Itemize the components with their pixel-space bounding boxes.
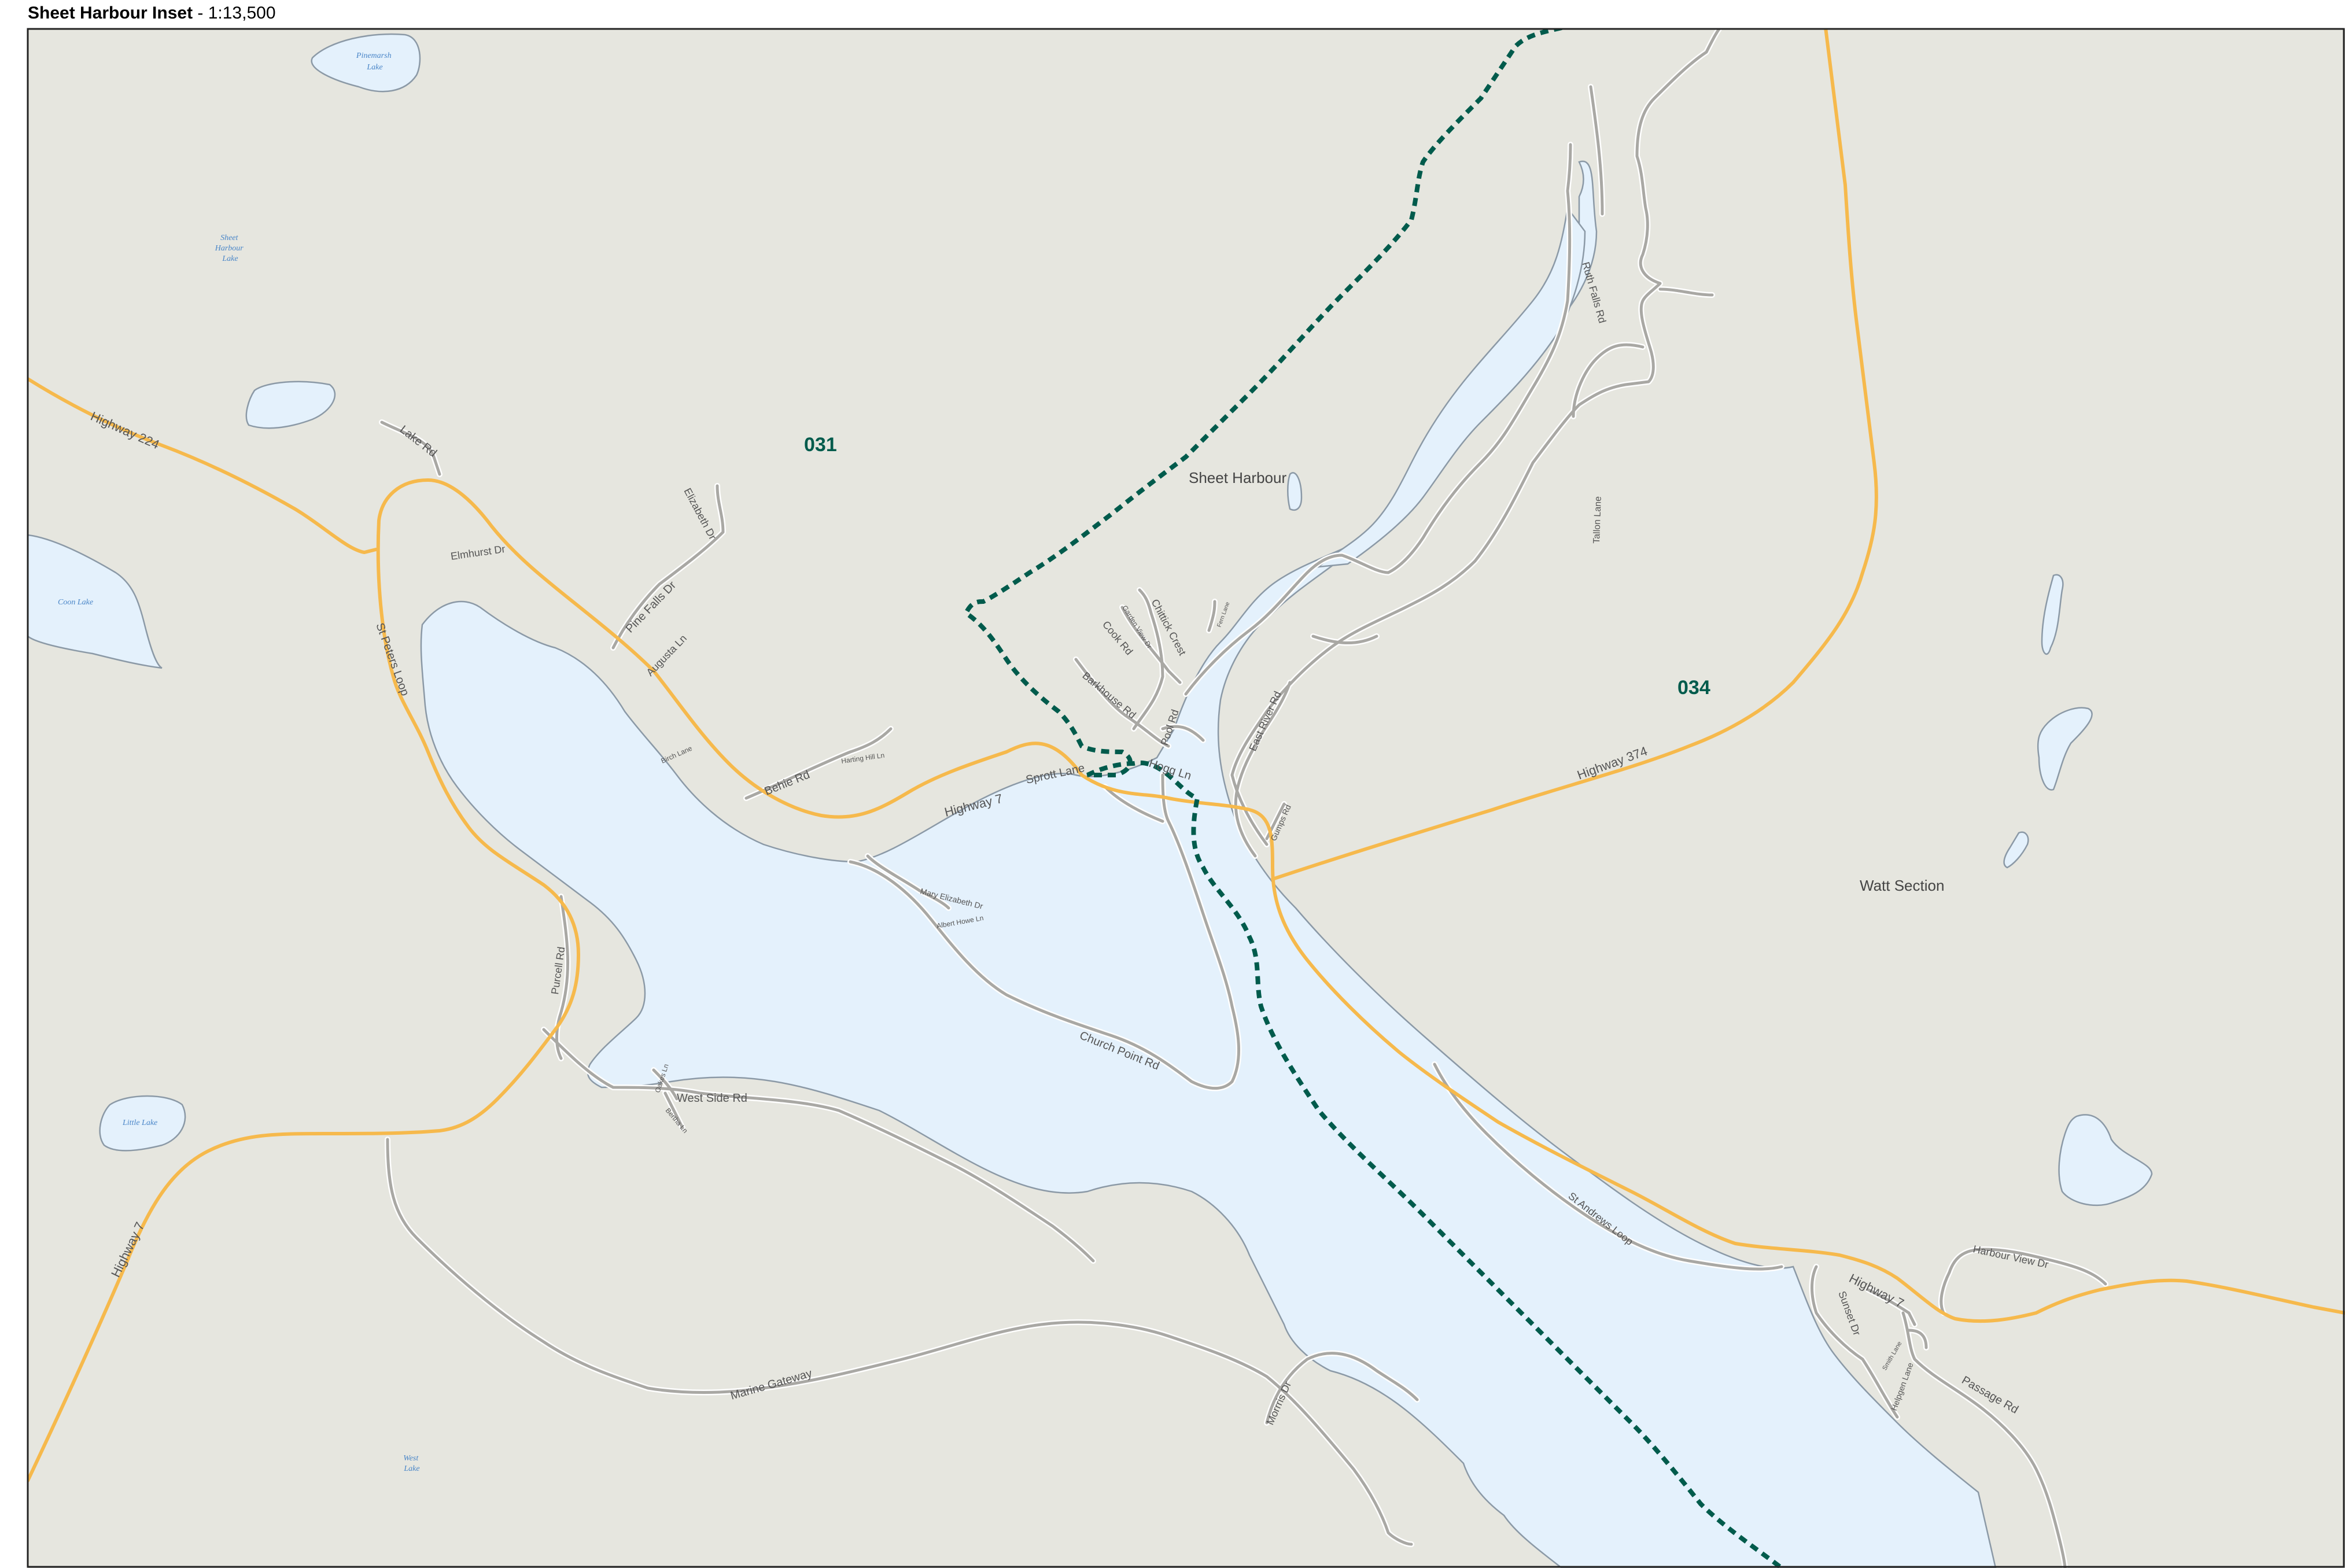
unnamed-lake-3 bbox=[2037, 707, 2093, 791]
map-frame bbox=[27, 28, 2345, 1568]
unnamed-lake-4 bbox=[2003, 831, 2029, 869]
unnamed-lake-1 bbox=[245, 381, 336, 429]
lake-label-west: West Lake bbox=[403, 1454, 420, 1473]
map-title-name: Sheet Harbour Inset bbox=[28, 3, 193, 23]
lake-label-sheet-harbour: Sheet Harbour Lake bbox=[215, 234, 246, 263]
poll-label-034: 034 bbox=[1677, 677, 1710, 699]
map-title: Sheet Harbour Inset - 1:13,500 bbox=[28, 3, 276, 27]
unnamed-lake-2 bbox=[2041, 574, 2064, 655]
lake-label-coon: Coon Lake bbox=[58, 598, 93, 607]
lake-label-little: Little Lake bbox=[122, 1119, 157, 1127]
pinemarsh-lake bbox=[311, 33, 421, 93]
unnamed-lake-6 bbox=[1287, 472, 1303, 511]
place-label-sheet-harbour: Sheet Harbour bbox=[1189, 469, 1286, 486]
map-scale: - 1:13,500 bbox=[193, 3, 276, 23]
place-label-watt-section: Watt Section bbox=[1860, 877, 1944, 894]
sheet-harbour-water bbox=[420, 160, 1997, 1568]
lake-label-pinemarsh: Pinemarsh Lake bbox=[356, 51, 393, 72]
svg-text:West Side Rd: West Side Rd bbox=[677, 1092, 747, 1105]
poll-label-031: 031 bbox=[804, 434, 837, 456]
local-roads bbox=[379, 29, 2108, 1568]
highways bbox=[28, 29, 2345, 1482]
svg-text:Tallon Lane: Tallon Lane bbox=[1592, 496, 1603, 544]
highway-374-line bbox=[1271, 29, 1878, 881]
little-lake bbox=[99, 1095, 186, 1152]
highway-7-line bbox=[28, 478, 2345, 1482]
highway-224-line bbox=[28, 377, 378, 554]
coon-lake bbox=[28, 534, 163, 669]
unnamed-lake-5 bbox=[2058, 1114, 2153, 1207]
poll-boundary-line bbox=[963, 29, 1783, 1568]
